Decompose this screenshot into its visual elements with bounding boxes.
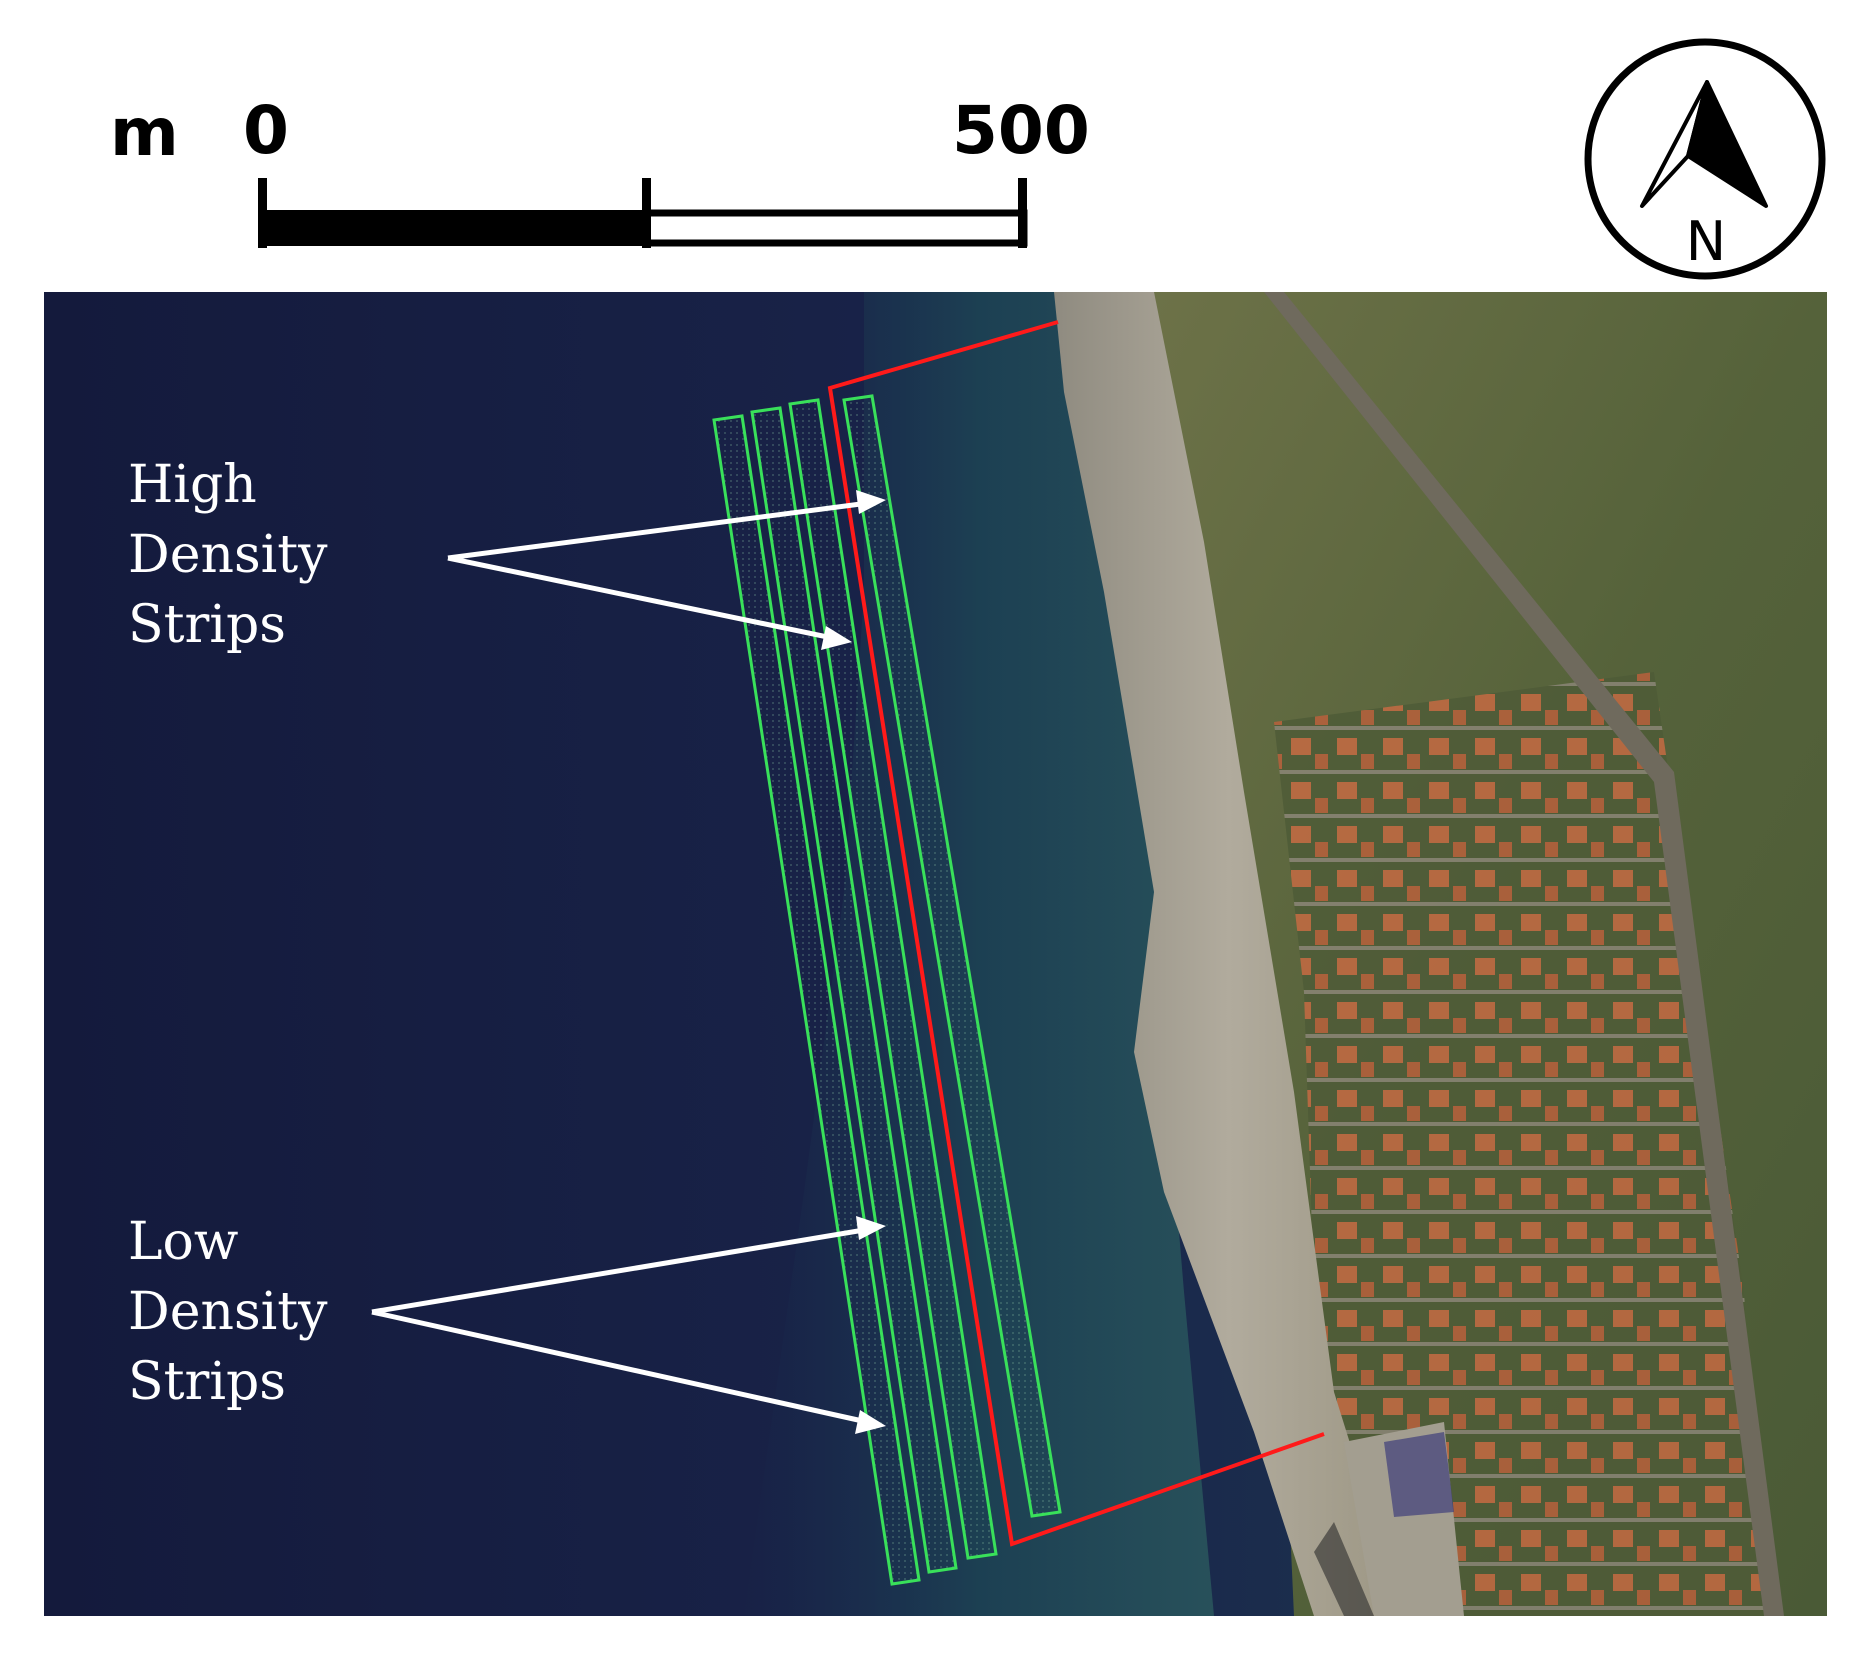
arrowhead-high-1 <box>856 490 886 514</box>
scale-bar-filled-segment <box>262 210 646 246</box>
label-low-line-2: Density <box>128 1282 328 1342</box>
umbrellas <box>1384 1432 1454 1517</box>
scale-bar-graphic <box>258 178 1028 248</box>
railway <box>1264 292 1784 1616</box>
arrowhead-low-2 <box>855 1410 886 1434</box>
beach <box>1054 292 1404 1616</box>
survey-strips <box>712 394 1062 1586</box>
label-arrows <box>371 499 877 1427</box>
label-high-line-3: Strips <box>128 595 286 655</box>
map-frame: High Density Strips Low Density Strips <box>44 292 1827 1616</box>
breakwater <box>1314 1522 1374 1616</box>
north-arrow: N <box>1580 34 1830 284</box>
arrowhead-high-2 <box>821 626 852 650</box>
label-low-density-strips: Low Density Strips <box>128 1207 328 1417</box>
scale-start-label: 0 <box>243 92 289 169</box>
strip-low-2 <box>750 406 958 1574</box>
arrowhead-low-1 <box>856 1216 886 1240</box>
scale-unit-label: m <box>110 94 179 171</box>
scale-end-label: 500 <box>952 92 1090 169</box>
north-label: N <box>1686 210 1726 273</box>
scale-bar-empty-segment <box>642 209 1028 247</box>
arrow-high-2 <box>447 555 843 643</box>
strip-high-2 <box>842 394 1062 1518</box>
north-arrow-icon: N <box>1584 38 1826 280</box>
arrow-low-1 <box>371 1225 877 1315</box>
strip-high-1 <box>788 398 998 1560</box>
town-area <box>1274 672 1764 1616</box>
label-high-line-2: Density <box>128 525 328 585</box>
strip-low-1 <box>712 414 921 1586</box>
label-low-line-1: Low <box>128 1212 239 1272</box>
scale-tick-start <box>258 178 267 248</box>
arrow-heads <box>821 490 886 1434</box>
scale-bar: m 0 500 <box>0 0 1100 270</box>
study-boundary <box>827 320 1325 1547</box>
arrow-low-2 <box>371 1309 877 1427</box>
label-high-density-strips: High Density Strips <box>128 450 328 660</box>
label-low-line-3: Strips <box>128 1352 286 1412</box>
scale-tick-end <box>1018 178 1027 248</box>
scale-tick-mid <box>642 178 651 248</box>
label-high-line-1: High <box>128 455 257 515</box>
arrow-high-1 <box>447 499 877 561</box>
satellite-map <box>44 292 1827 1616</box>
